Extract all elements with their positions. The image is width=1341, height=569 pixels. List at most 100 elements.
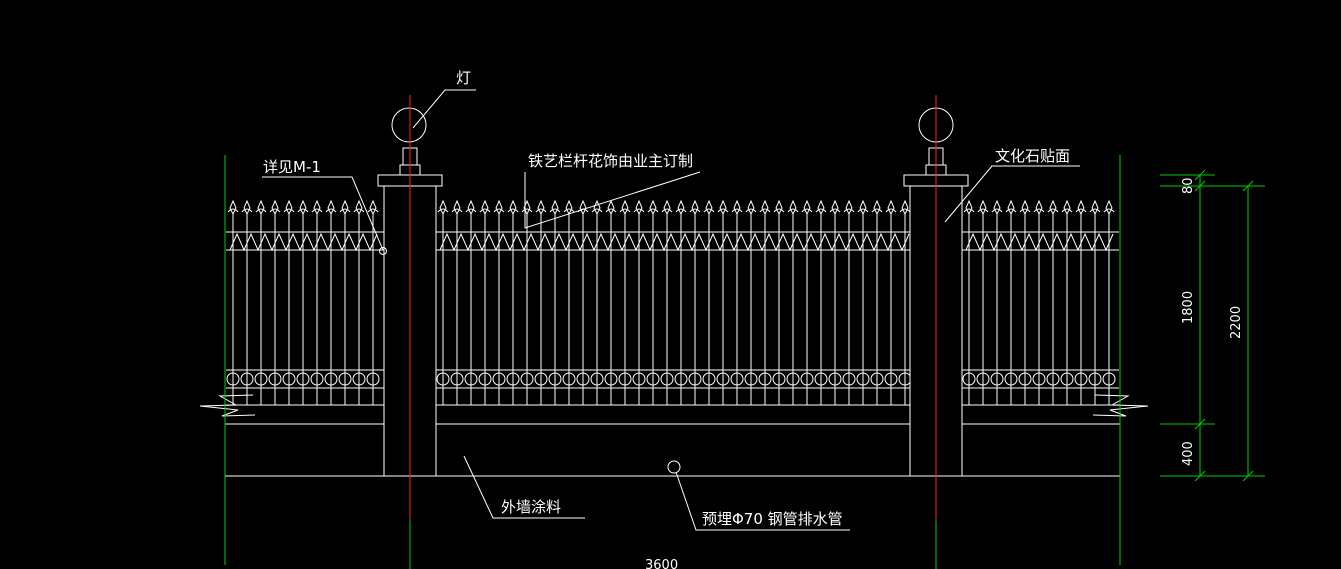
picket-finial — [507, 199, 519, 216]
ring-ornament — [1004, 372, 1018, 386]
ring-ornament — [324, 372, 338, 386]
picket-finial — [241, 199, 253, 216]
ring-ornament — [870, 372, 884, 386]
ring-ornament — [506, 372, 520, 386]
picket-finial — [787, 199, 799, 216]
ring-ornament — [688, 372, 702, 386]
dimension-chain — [1160, 169, 1265, 482]
picket-finial — [1103, 199, 1115, 216]
ring-ornament — [492, 372, 506, 386]
picket-finial — [829, 199, 841, 216]
ring-ornament — [1032, 372, 1046, 386]
picket-finial — [885, 199, 897, 216]
leader-lines — [262, 89, 1080, 531]
ring-ornament — [352, 372, 366, 386]
ring-ornament — [576, 372, 590, 386]
picket-finial — [227, 199, 239, 216]
ring-ornament — [618, 372, 632, 386]
picket-finial — [871, 199, 883, 216]
picket-finial — [1019, 199, 1031, 216]
dim-top-cap: 80 — [1181, 177, 1196, 194]
ring-ornament — [226, 372, 240, 386]
ring-ornament — [990, 372, 1004, 386]
ring-ornament — [366, 372, 380, 386]
picket-finial — [493, 199, 505, 216]
picket-finial — [479, 199, 491, 216]
picket-finial — [255, 199, 267, 216]
picket-finial — [591, 199, 603, 216]
ring-ornament — [338, 372, 352, 386]
picket-finial — [339, 199, 351, 216]
dim-fence-height: 1800 — [1181, 291, 1196, 324]
picket-finial — [577, 199, 589, 216]
ring-ornament — [702, 372, 716, 386]
picket-finial — [465, 199, 477, 216]
picket-finial — [1089, 199, 1101, 216]
ring-ornament — [1102, 372, 1116, 386]
picket-finial — [801, 199, 813, 216]
picket-finial — [1075, 199, 1087, 216]
fence-bays — [226, 199, 1119, 406]
drain-pipe-label: 预埋Φ70 钢管排水管 — [702, 510, 843, 528]
picket-finial — [843, 199, 855, 216]
ring-ornament — [562, 372, 576, 386]
ring-ornament — [856, 372, 870, 386]
picket-finial — [977, 199, 989, 216]
ring-ornament — [268, 372, 282, 386]
picket-finial — [991, 199, 1003, 216]
ring-ornament — [772, 372, 786, 386]
boundary-lines — [224, 155, 1121, 569]
ring-ornament — [758, 372, 772, 386]
ring-ornament — [548, 372, 562, 386]
lamp-label: 灯 — [456, 69, 471, 87]
detail-reference-label: 详见M-1 — [263, 158, 321, 176]
ring-ornament — [240, 372, 254, 386]
picket-finial — [549, 199, 561, 216]
picket-finial — [521, 199, 533, 216]
picket-finial — [1033, 199, 1045, 216]
ring-ornament — [730, 372, 744, 386]
picket-finial — [1047, 199, 1059, 216]
centerlines — [409, 95, 937, 520]
ring-ornament — [534, 372, 548, 386]
picket-finial — [661, 199, 673, 216]
break-symbol-left — [199, 394, 256, 417]
ring-ornament — [828, 372, 842, 386]
drain-pipe-symbol — [667, 460, 681, 474]
ring-ornament — [282, 372, 296, 386]
picket-finial — [619, 199, 631, 216]
picket-finial — [353, 199, 365, 216]
picket-finial — [367, 199, 379, 216]
ring-ornament — [646, 372, 660, 386]
picket-finial — [675, 199, 687, 216]
base-wall — [224, 404, 1121, 477]
picket-finial — [647, 199, 659, 216]
picket-finial — [297, 199, 309, 216]
picket-finial — [899, 199, 911, 216]
ring-ornament — [1074, 372, 1088, 386]
picket-finial — [535, 199, 547, 216]
ring-ornament — [814, 372, 828, 386]
ring-ornament — [976, 372, 990, 386]
picket-finial — [633, 199, 645, 216]
picket-finial — [1061, 199, 1073, 216]
dim-total-height: 2200 — [1229, 306, 1244, 339]
ring-ornament — [660, 372, 674, 386]
ring-ornament — [1018, 372, 1032, 386]
picket-finial — [269, 199, 281, 216]
picket-finial — [731, 199, 743, 216]
picket-finial — [283, 199, 295, 216]
ring-ornament — [744, 372, 758, 386]
wall-paint-label: 外墙涂料 — [501, 498, 561, 516]
picket-finial — [717, 199, 729, 216]
fence-lattice — [439, 232, 910, 252]
ring-ornament — [604, 372, 618, 386]
ring-ornament — [1046, 372, 1060, 386]
ring-ornament — [590, 372, 604, 386]
picket-finial — [745, 199, 757, 216]
picket-finial — [563, 199, 575, 216]
ring-ornament — [464, 372, 478, 386]
ring-ornament — [884, 372, 898, 386]
picket-finial — [773, 199, 785, 216]
